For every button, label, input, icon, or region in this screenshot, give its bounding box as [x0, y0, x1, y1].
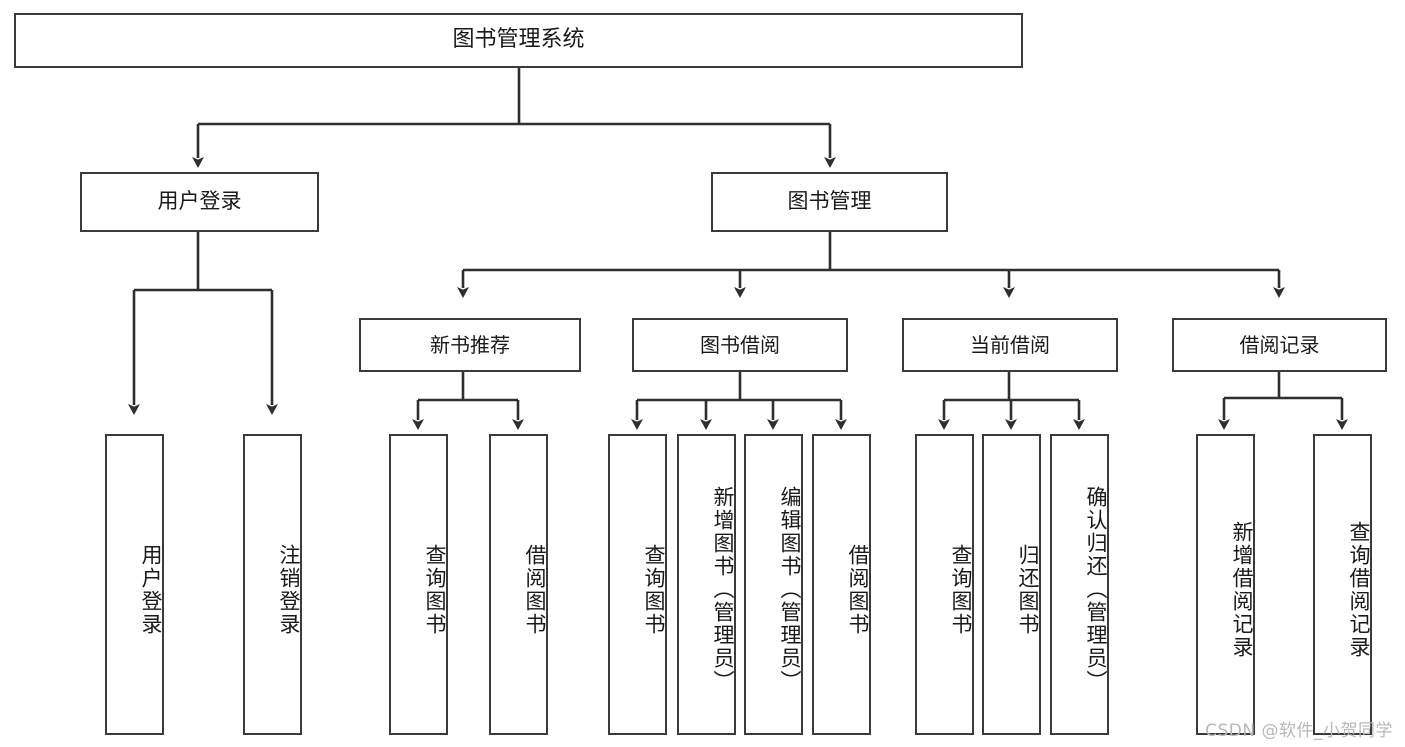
- leaf-label: 归还图书: [1016, 543, 1040, 636]
- leaf-label: 借阅图书: [523, 543, 547, 636]
- node-book-borrow[interactable]: 图书借阅: [632, 318, 848, 372]
- node-root[interactable]: 图书管理系统: [14, 13, 1023, 68]
- leaf-label: 用户登录: [139, 543, 163, 636]
- node-book-management-label: 图书管理: [787, 189, 872, 214]
- leaf-new-book-borrow[interactable]: 借阅图书: [489, 434, 548, 735]
- node-borrow-record-label: 借阅记录: [1239, 332, 1320, 357]
- leaf-borrow-record-add[interactable]: 新增借阅记录: [1196, 434, 1255, 735]
- leaf-label: 编辑图书（管理员）: [778, 486, 802, 693]
- node-book-management[interactable]: 图书管理: [711, 172, 948, 232]
- node-new-book-recommend-label: 新书推荐: [430, 332, 510, 357]
- leaf-borrow-record-query[interactable]: 查询借阅记录: [1313, 434, 1372, 735]
- node-borrow-record[interactable]: 借阅记录: [1172, 318, 1387, 372]
- leaf-label: 查询借阅记录: [1347, 520, 1371, 659]
- leaf-label: 新增图书（管理员）: [711, 486, 735, 693]
- node-new-book-recommend[interactable]: 新书推荐: [359, 318, 581, 372]
- leaf-book-borrow-add[interactable]: 新增图书（管理员）: [677, 434, 736, 735]
- leaf-book-borrow-query[interactable]: 查询图书: [608, 434, 667, 735]
- node-book-borrow-label: 图书借阅: [700, 332, 780, 357]
- leaf-label: 新增借阅记录: [1230, 520, 1254, 659]
- leaf-label: 注销登录: [277, 543, 301, 636]
- watermark: CSDN @软件_小贺同学: [1205, 721, 1393, 741]
- leaf-book-borrow-borrow[interactable]: 借阅图书: [812, 434, 871, 735]
- leaf-user-login-logout[interactable]: 注销登录: [243, 434, 302, 735]
- leaf-book-borrow-edit[interactable]: 编辑图书（管理员）: [744, 434, 803, 735]
- node-current-borrow-label: 当前借阅: [970, 332, 1050, 357]
- leaf-label: 借阅图书: [846, 543, 870, 636]
- leaf-label: 查询图书: [423, 543, 447, 636]
- leaf-new-book-query[interactable]: 查询图书: [389, 434, 448, 735]
- leaf-current-borrow-confirm-return[interactable]: 确认归还（管理员）: [1050, 434, 1109, 735]
- node-current-borrow[interactable]: 当前借阅: [902, 318, 1118, 372]
- leaf-label: 确认归还（管理员）: [1084, 486, 1108, 693]
- leaf-label: 查询图书: [642, 543, 666, 636]
- node-user-login-label: 用户登录: [157, 189, 242, 214]
- node-user-login[interactable]: 用户登录: [80, 172, 319, 232]
- leaf-current-borrow-query[interactable]: 查询图书: [915, 434, 974, 735]
- leaf-current-borrow-return[interactable]: 归还图书: [982, 434, 1041, 735]
- node-root-label: 图书管理系统: [452, 27, 585, 53]
- leaf-user-login-login[interactable]: 用户登录: [105, 434, 164, 735]
- leaf-label: 查询图书: [949, 543, 973, 636]
